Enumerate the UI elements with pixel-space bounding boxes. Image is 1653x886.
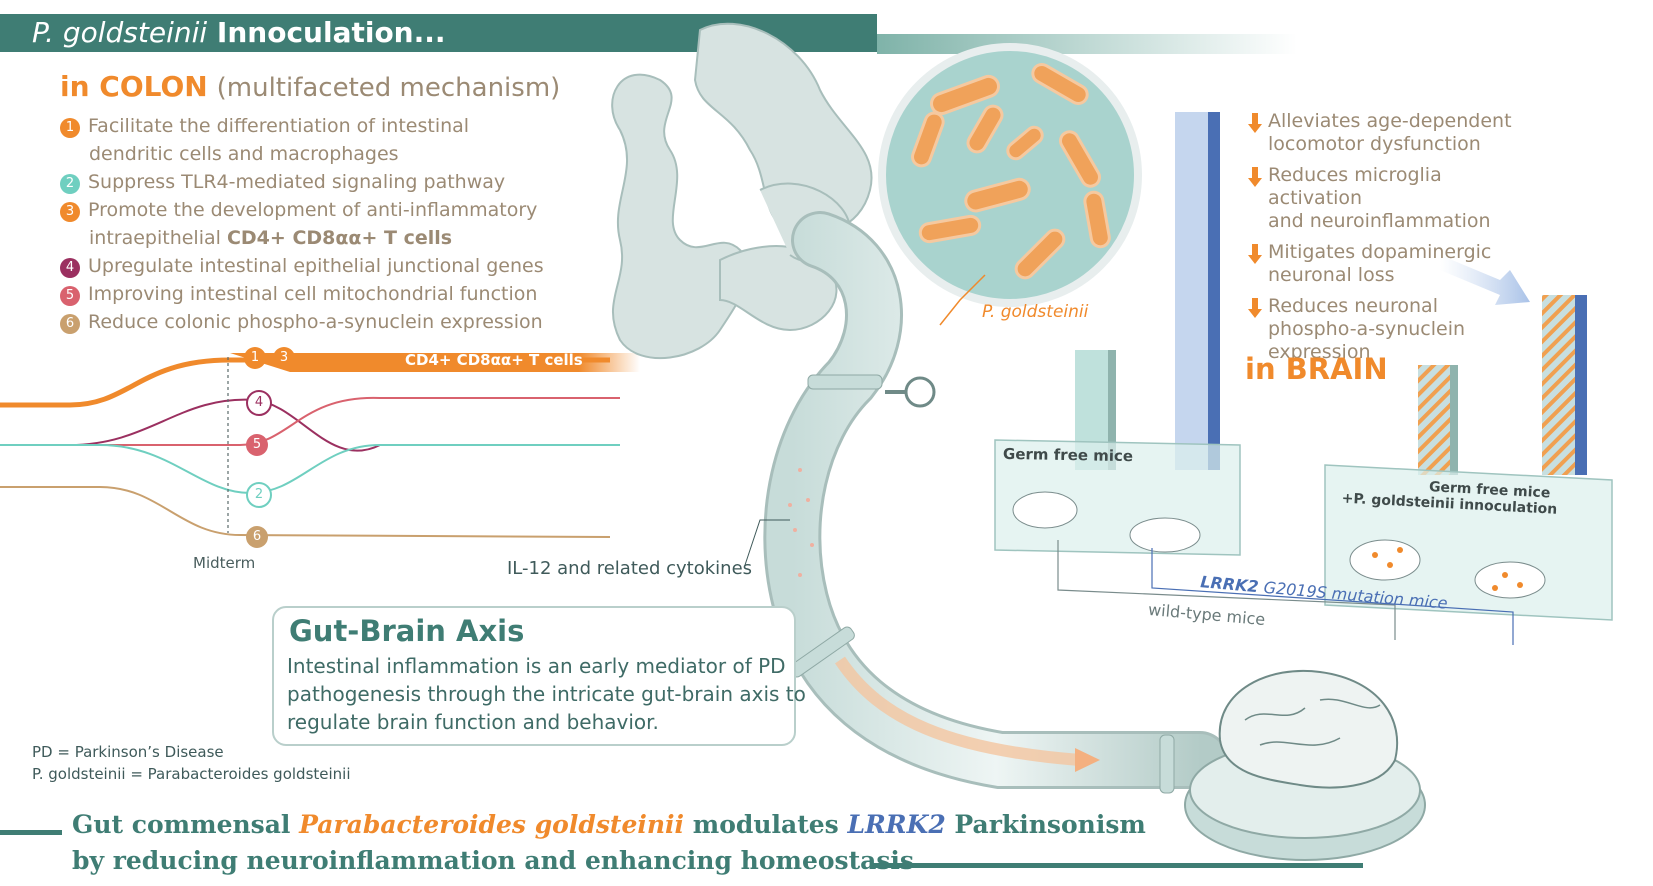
timeline-marker-2: 2 bbox=[246, 482, 272, 508]
footer-title-line-1: Gut commensal Parabacteroides goldsteini… bbox=[72, 810, 1146, 839]
legend-pd: PD = Parkinson’s Disease bbox=[32, 743, 224, 761]
timeline-curves bbox=[0, 353, 640, 538]
gut-brain-title: Gut-Brain Axis bbox=[289, 614, 525, 648]
footer-rule-right bbox=[873, 863, 1363, 868]
footer-rule-left bbox=[0, 830, 62, 835]
gut-brain-pipe bbox=[763, 211, 1229, 794]
timeline-marker-6: 6 bbox=[246, 526, 268, 548]
down-arrow-icon bbox=[1248, 298, 1262, 318]
gut-brain-box bbox=[272, 606, 796, 746]
bacteria-label: P. goldsteinii bbox=[982, 302, 1089, 322]
legend-pg: P. goldsteinii = Parabacteroides goldste… bbox=[32, 765, 351, 783]
midterm-label: Midterm bbox=[193, 554, 256, 572]
mechanism-item-1-cont: dendritic cells and macrophages bbox=[89, 143, 399, 165]
brain-heading: in BRAIN bbox=[1245, 352, 1388, 386]
timeline-marker-4: 4 bbox=[246, 390, 272, 416]
bacteria-circle bbox=[878, 43, 1142, 307]
footer-title-line-2: by reducing neuroinflammation and enhanc… bbox=[72, 846, 915, 875]
down-arrow-icon bbox=[1248, 244, 1262, 264]
mechanism-item-3-cont: intraepithelial CD4+ CD8αα+ T cells bbox=[89, 227, 453, 249]
timeline-marker-1: 1 bbox=[244, 347, 266, 369]
down-arrow-icon bbox=[1248, 113, 1262, 133]
down-arrow-icon bbox=[1248, 167, 1262, 187]
mouse-boxes bbox=[994, 439, 1613, 645]
colon-illustration bbox=[611, 22, 873, 360]
colon-heading: in COLON (multifaceted mechanism) bbox=[60, 70, 561, 103]
page-title: P. goldsteinii Innoculation... bbox=[32, 16, 446, 49]
germ-free-label: Germ free mice bbox=[1002, 444, 1134, 466]
timeline-marker-5: 5 bbox=[246, 434, 268, 456]
brain-illustration bbox=[1184, 669, 1426, 861]
brain-bars bbox=[1075, 112, 1587, 475]
timeline-band-label: CD4+ CD8αα+ T cells bbox=[405, 351, 583, 369]
gut-brain-body: Intestinal inflammation is an early medi… bbox=[287, 654, 806, 734]
cytokine-label: IL-12 and related cytokines bbox=[507, 558, 753, 579]
timeline-marker-3: 3 bbox=[273, 347, 295, 369]
